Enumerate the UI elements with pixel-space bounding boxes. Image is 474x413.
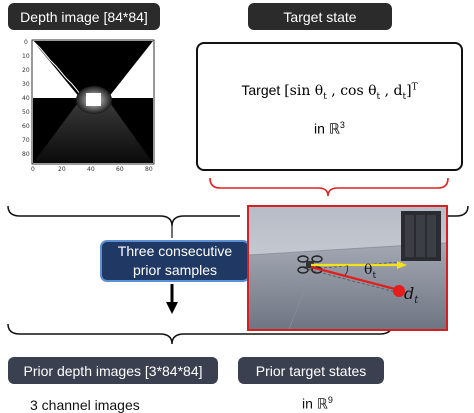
y-tick: 60 bbox=[22, 123, 30, 130]
sub-t: t bbox=[402, 91, 407, 102]
x-tick: 80 bbox=[145, 166, 153, 173]
theta-sub: t bbox=[372, 270, 377, 281]
prior-samples-label: Three consecutive prior samples bbox=[100, 240, 250, 282]
red-bracket bbox=[209, 177, 449, 197]
sub-t: t bbox=[323, 91, 327, 102]
depth-image-label: Depth image [84*84] bbox=[8, 3, 160, 30]
bottom-brace bbox=[7, 323, 393, 345]
x-tick: 40 bbox=[87, 166, 95, 173]
x-tick: 20 bbox=[58, 166, 66, 173]
sup-9: 9 bbox=[327, 395, 333, 405]
three-channel-caption: 3 channel images bbox=[30, 397, 140, 413]
in-R: in ℝ bbox=[314, 120, 340, 137]
simulation-scene bbox=[247, 205, 448, 331]
y-tick: 80 bbox=[22, 151, 30, 158]
target-math-sin: [sin θ bbox=[284, 83, 324, 99]
top-brace-left bbox=[7, 205, 240, 227]
target-math-cos: , cos θ bbox=[326, 83, 377, 99]
target-math-d: , d bbox=[380, 83, 403, 99]
sup-3: 3 bbox=[339, 120, 345, 130]
scene-svg bbox=[249, 207, 446, 329]
distance-label: dt bbox=[404, 284, 418, 306]
target-arrow bbox=[310, 265, 396, 291]
sup-T: T bbox=[411, 82, 418, 93]
y-tick: 20 bbox=[22, 67, 30, 74]
sub-t: t bbox=[376, 91, 381, 102]
theta-label: θt bbox=[364, 262, 376, 281]
theta-symbol: θ bbox=[364, 262, 373, 278]
y-tick: 30 bbox=[22, 81, 30, 88]
target-state-box: Target [sin θt , cos θt , dt]T in ℝ3 bbox=[196, 42, 463, 171]
prior-target-states-label: Prior target states bbox=[238, 357, 384, 384]
depth-image-plot bbox=[20, 38, 160, 178]
in-R9: in ℝ bbox=[302, 395, 328, 412]
d-sub: t bbox=[414, 295, 419, 307]
y-tick: 10 bbox=[22, 53, 30, 60]
prior-samples-line1: Three consecutive bbox=[117, 243, 233, 259]
target-prefix: Target bbox=[241, 82, 285, 98]
prior-depth-images-label: Prior depth images [3*84*84] bbox=[8, 357, 218, 384]
y-tick: 40 bbox=[22, 95, 30, 102]
target-dot bbox=[393, 285, 405, 297]
y-tick: 70 bbox=[22, 137, 30, 144]
depth-image-svg bbox=[31, 39, 155, 165]
top-brace-right bbox=[442, 205, 469, 217]
x-tick: 60 bbox=[116, 166, 124, 173]
target-state-label: Target state bbox=[248, 3, 392, 30]
prior-states-space: in ℝ9 bbox=[302, 395, 333, 413]
y-tick: 50 bbox=[22, 109, 30, 116]
prior-samples-line2: prior samples bbox=[132, 262, 218, 278]
target-formula: Target [sin θt , cos θt , dt]T bbox=[198, 82, 461, 102]
x-tick: 0 bbox=[31, 166, 35, 173]
d-symbol: d bbox=[404, 284, 415, 303]
target-close: ] bbox=[406, 83, 412, 99]
y-tick: 0 bbox=[24, 39, 28, 46]
target-space: in ℝ3 bbox=[198, 120, 461, 138]
down-arrow-head bbox=[166, 302, 178, 314]
